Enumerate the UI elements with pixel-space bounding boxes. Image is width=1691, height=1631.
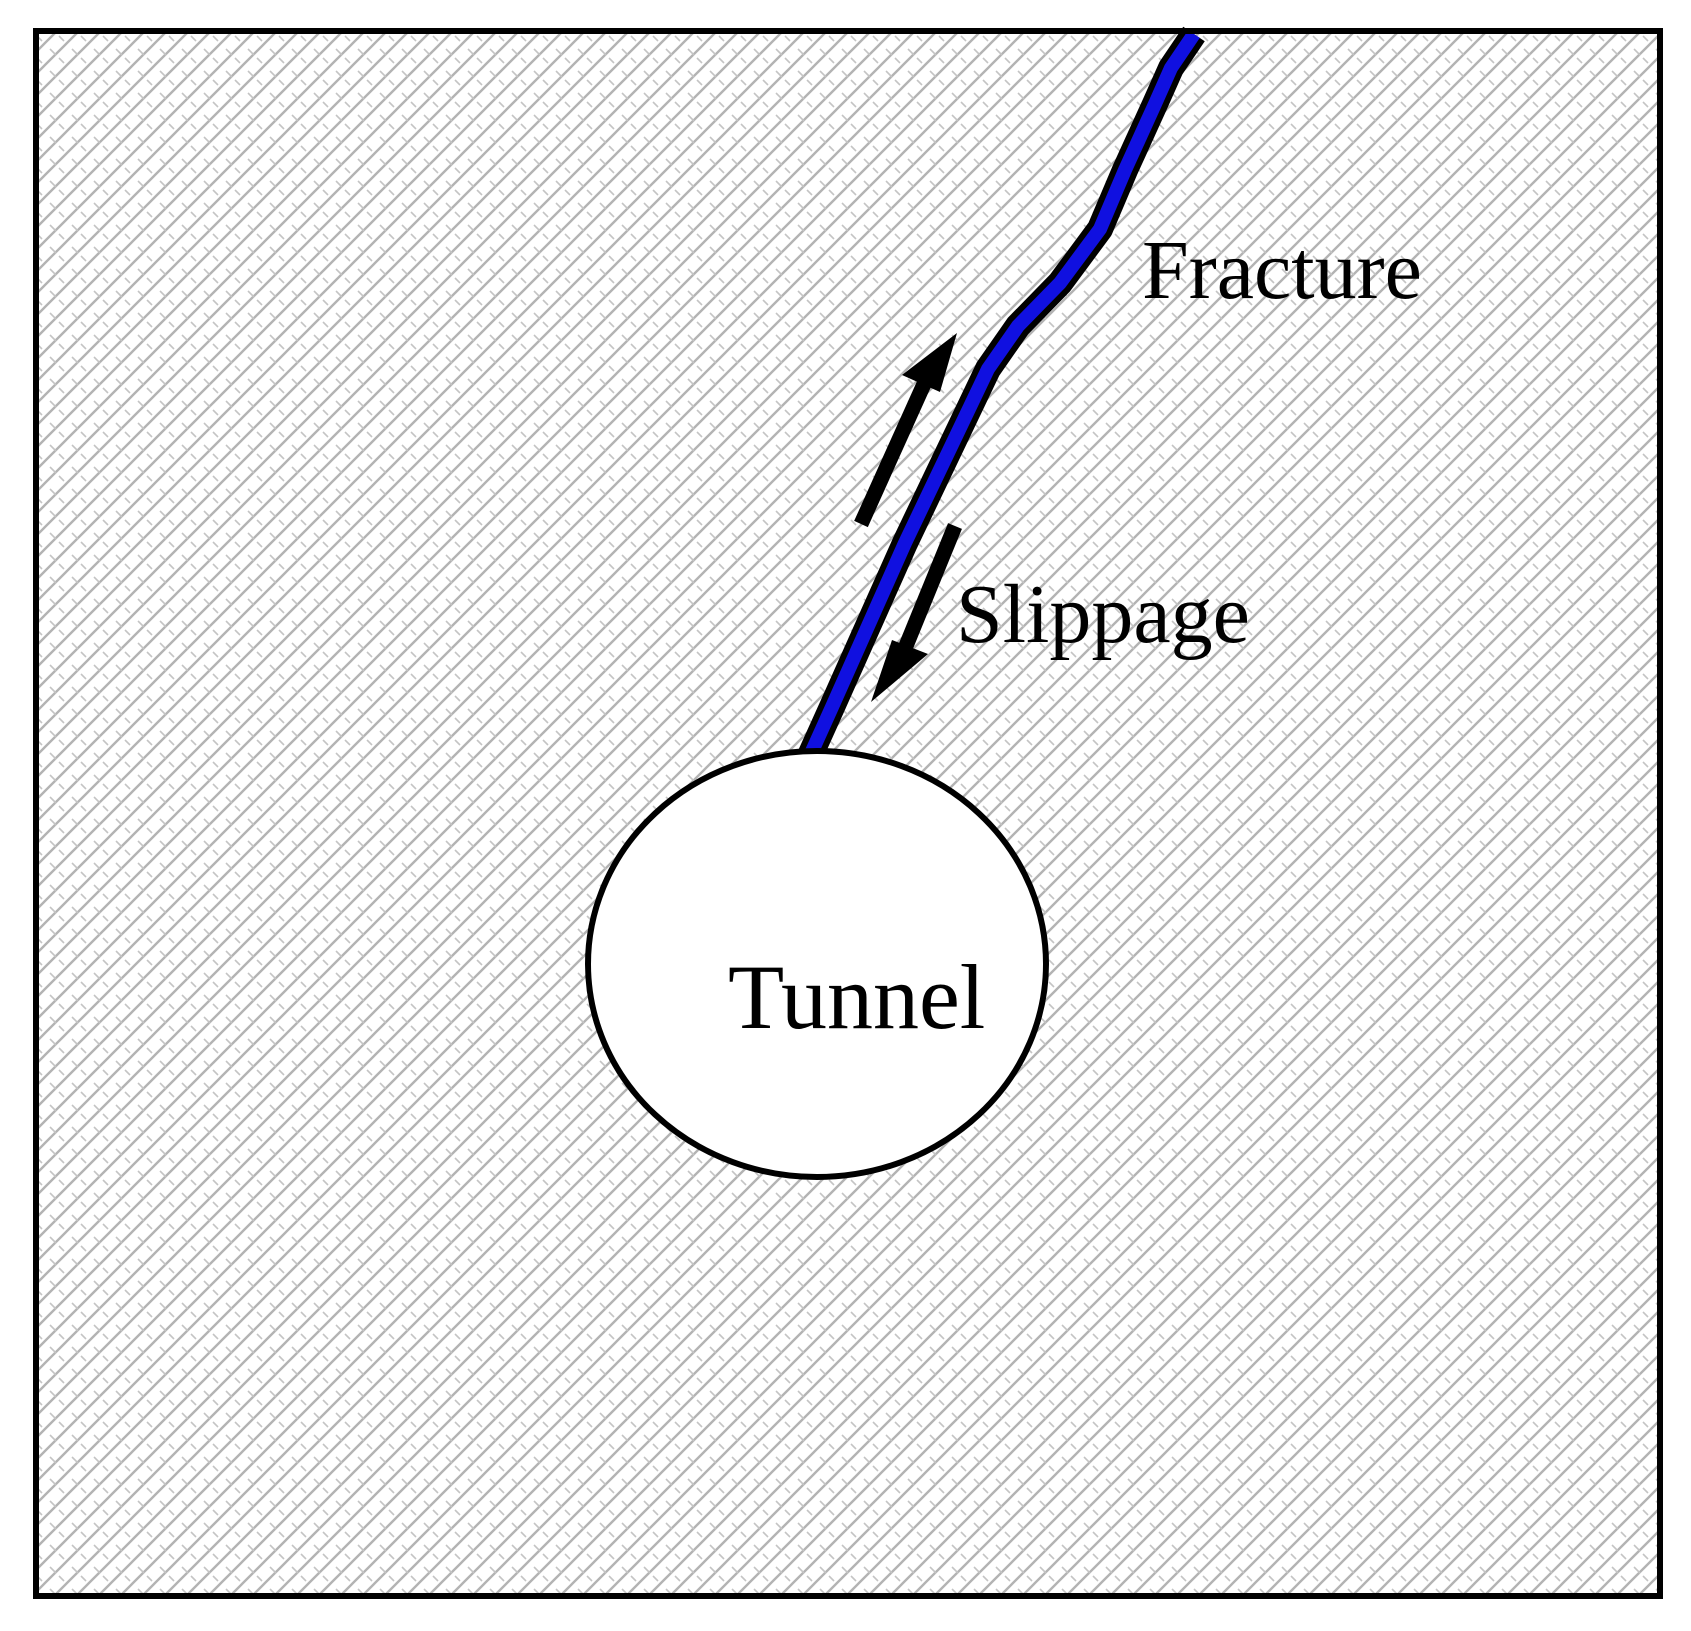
tunnel-circle [585,748,1049,1180]
tunnel-label: Tunnel [728,946,985,1048]
slip-arrow-up-icon [854,333,957,528]
fracture [797,26,1205,764]
fracture-label: Fracture [1142,224,1422,317]
fracture-core [802,30,1200,761]
slip-arrow-down-icon [871,523,962,702]
slippage-label: Slippage [956,568,1250,661]
frame-border [33,28,1663,1599]
